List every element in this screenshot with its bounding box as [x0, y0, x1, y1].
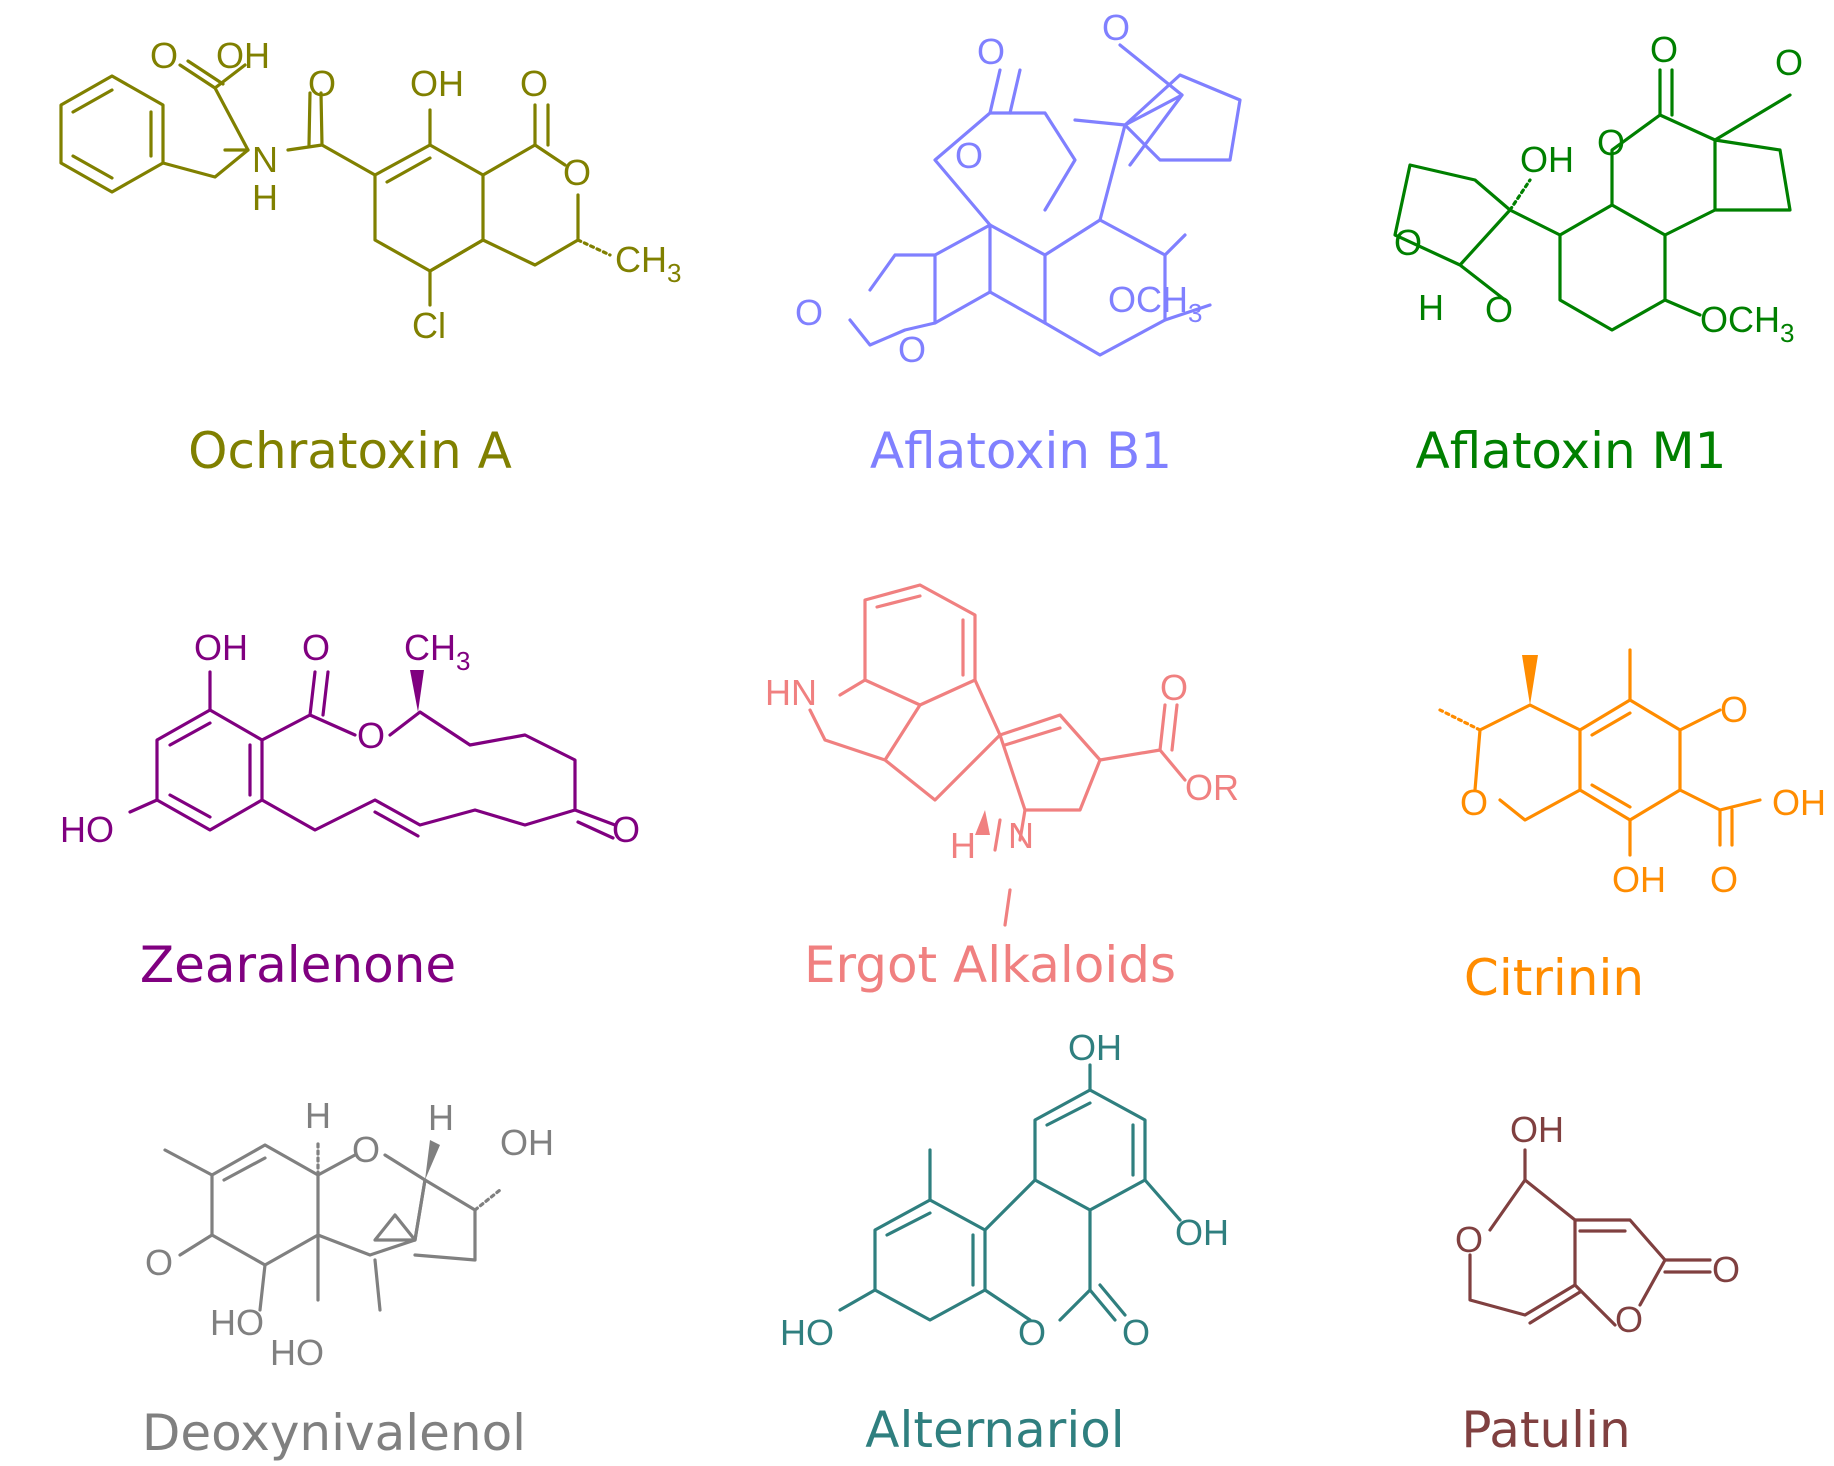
aflatoxin-m1-o3: O [1597, 122, 1625, 163]
zearalenone-o3: O [612, 809, 640, 850]
citrinin-oh2: OH [1612, 859, 1666, 900]
caption-alternariol: Alternariol [865, 1401, 1124, 1459]
zearalenone-structure: OH O CH3 O HO O [60, 627, 640, 850]
caption-patulin: Patulin [1461, 1401, 1630, 1459]
ergot-o1: O [1160, 667, 1188, 708]
zearalenone-o1: O [302, 627, 330, 668]
caption-ochratoxin-a: Ochratoxin A [188, 422, 512, 480]
zearalenone-ch3-sub: 3 [456, 646, 470, 676]
aflatoxin-m1-o2: O [1775, 42, 1803, 83]
alternariol-ho: HO [780, 1312, 834, 1353]
aflatoxin-m1-o1: O [1650, 29, 1678, 70]
citrinin-oh1: OH [1772, 782, 1826, 823]
aflatoxin-m1-oh: OH [1520, 139, 1574, 180]
patulin-o3: O [1615, 1299, 1643, 1340]
don-h1: H [305, 1095, 331, 1136]
ochratoxin-cl: Cl [412, 305, 446, 346]
don-o1: O [352, 1129, 380, 1170]
ergot-h: H [950, 825, 976, 866]
ochratoxin-oh1: OH [216, 35, 270, 76]
aflatoxin-b1-o4: O [795, 292, 823, 333]
aflatoxin-b1-o1: O [977, 31, 1005, 72]
caption-zearalenone: Zearalenone [140, 936, 456, 994]
ochratoxin-o2: O [308, 63, 336, 104]
caption-deoxynivalenol: Deoxynivalenol [142, 1404, 526, 1462]
aflatoxin-b1-o3: O [955, 135, 983, 176]
citrinin-o3: O [1710, 859, 1738, 900]
aflatoxin-m1-o5: O [1485, 289, 1513, 330]
alternariol-o1: O [1018, 1312, 1046, 1353]
aflatoxin-b1-och3-sub: 3 [1188, 298, 1202, 328]
don-o2: O [145, 1242, 173, 1283]
alternariol-o2: O [1122, 1312, 1150, 1353]
deoxynivalenol-structure: H O H OH O HO HO [145, 1095, 554, 1373]
caption-ergot-alkaloids: Ergot Alkaloids [804, 936, 1176, 994]
patulin-o2: O [1712, 1249, 1740, 1290]
aflatoxin-m1-structure: O O OH O O O H OCH3 [1393, 29, 1803, 348]
ochratoxin-o3: O [520, 63, 548, 104]
alternariol-oh1: OH [1068, 1027, 1122, 1068]
ochratoxin-ch3: CH [615, 239, 667, 280]
ochratoxin-o1: O [150, 35, 178, 76]
caption-citrinin: Citrinin [1464, 949, 1644, 1007]
aflatoxin-m1-o4: O [1394, 222, 1422, 263]
zearalenone-o2: O [357, 715, 385, 756]
ergot-alkaloids-structure: HN O OR N H [765, 583, 1239, 927]
alternariol-structure: OH OH HO O O [780, 1027, 1229, 1353]
citrinin-o2: O [1460, 782, 1488, 823]
ochratoxin-ch3-sub: 3 [667, 258, 681, 288]
don-ho2: HO [270, 1332, 324, 1373]
ochratoxin-n: N [252, 139, 278, 180]
ergot-n: N [1008, 815, 1034, 856]
aflatoxin-b1-o2: O [1102, 7, 1130, 48]
caption-aflatoxin-m1: Aflatoxin M1 [1415, 422, 1726, 480]
zearalenone-oh1: OH [194, 627, 248, 668]
ochratoxin-a-structure: O OH N H O OH O O CH3 Cl [59, 35, 681, 346]
ergot-or: OR [1185, 767, 1239, 808]
ochratoxin-oh2: OH [410, 63, 464, 104]
citrinin-structure: O O OH OH O [1438, 648, 1826, 900]
aflatoxin-b1-o5: O [898, 329, 926, 370]
don-oh1: OH [500, 1122, 554, 1163]
patulin-oh: OH [1510, 1109, 1564, 1150]
don-h2: H [428, 1097, 454, 1138]
caption-aflatoxin-b1: Aflatoxin B1 [870, 422, 1172, 480]
aflatoxin-m1-h: H [1418, 287, 1444, 328]
aflatoxin-b1-structure: O O O O O OCH3 [795, 7, 1242, 370]
aflatoxin-m1-och3-sub: 3 [1780, 318, 1794, 348]
ergot-hn: HN [765, 672, 817, 713]
patulin-structure: OH O O O [1455, 1109, 1740, 1340]
zearalenone-ch3: CH [404, 627, 456, 668]
ochratoxin-h: H [252, 177, 278, 218]
zearalenone-ho: HO [60, 809, 114, 850]
aflatoxin-b1-och3: OCH [1108, 279, 1188, 320]
svg-text:OCH3: OCH3 [1700, 299, 1794, 348]
alternariol-oh2: OH [1175, 1212, 1229, 1253]
svg-text:CH3: CH3 [404, 627, 470, 676]
svg-text:OCH3: OCH3 [1108, 279, 1202, 328]
ochratoxin-o4: O [563, 152, 591, 193]
citrinin-o1: O [1720, 689, 1748, 730]
aflatoxin-m1-och3: OCH [1700, 299, 1780, 340]
svg-text:CH3: CH3 [615, 239, 681, 288]
don-ho1: HO [210, 1302, 264, 1343]
patulin-o1: O [1455, 1219, 1483, 1260]
